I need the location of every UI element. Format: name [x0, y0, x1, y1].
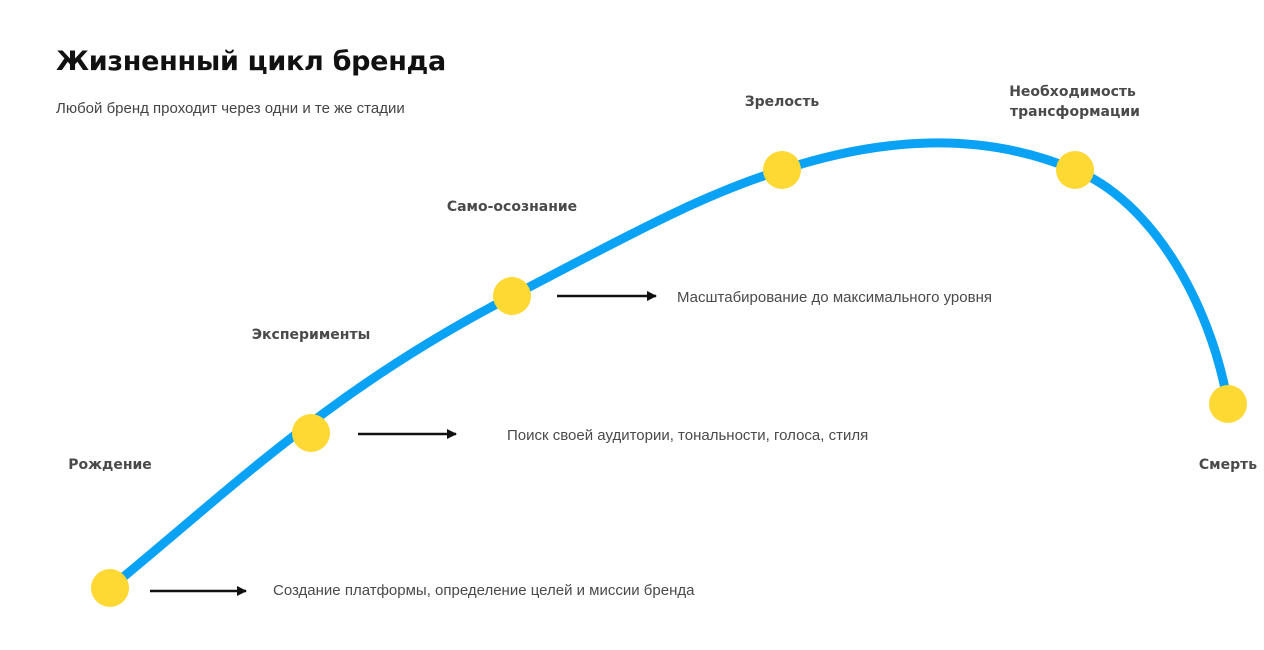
stage-node-death [1209, 385, 1247, 423]
stage-label-self-awareness: Само-осознание [447, 199, 577, 215]
stage-label-experiments: Эксперименты [252, 327, 370, 343]
description-self-awareness: Масштабирование до максимального уровня [677, 289, 992, 306]
stage-label-death: Смерть [1199, 457, 1257, 473]
stage-label-birth: Рождение [68, 457, 152, 473]
lifecycle-curve [105, 138, 1233, 593]
stage-node-birth [91, 569, 129, 607]
page-title: Жизненный цикл бренда [56, 46, 446, 77]
stage-node-transformation [1056, 151, 1094, 189]
stage-node-self-awareness [493, 277, 531, 315]
stage-node-experiments [292, 414, 330, 452]
description-experiments: Поиск своей аудитории, тональности, голо… [507, 427, 868, 444]
stage-label-transformation: Необходимость трансформации [1009, 84, 1141, 120]
stage-node-maturity [763, 151, 801, 189]
stage-label-maturity: Зрелость [745, 94, 820, 110]
stage-label-transformation-line1: Необходимость [1009, 84, 1136, 100]
stage-label-transformation-line2: трансформации [1010, 104, 1140, 120]
page-subtitle: Любой бренд проходит через одни и те же … [56, 100, 405, 117]
description-birth: Создание платформы, определение целей и … [273, 582, 695, 599]
